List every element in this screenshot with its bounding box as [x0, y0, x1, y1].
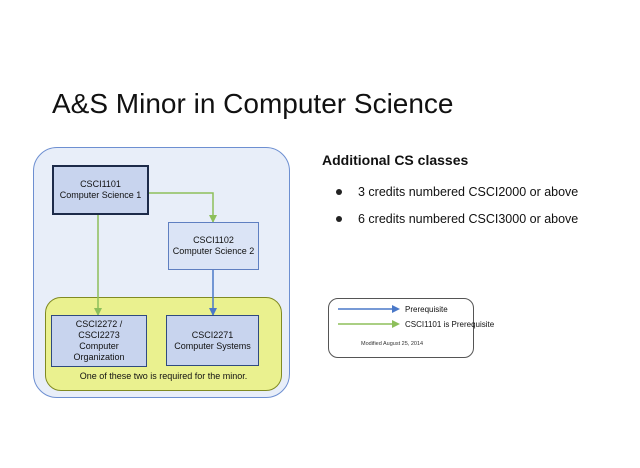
legend-label-prerequisite: Prerequisite [405, 304, 448, 314]
modified-date: Modified August 25, 2014 [361, 341, 424, 347]
additional-classes-list: 3 credits numbered CSCI2000 or above 6 c… [322, 184, 578, 238]
node-csci2273-code: CSCI2273 [78, 330, 120, 340]
node-csci2272-name-1: Computer [79, 341, 119, 351]
node-csci2272: CSCI2272 / CSCI2273 Computer Organizatio… [51, 315, 147, 367]
bullet-icon [336, 189, 342, 195]
edge-csci1101-to-csci1102 [149, 192, 217, 223]
node-csci2272-name-2: Organization [73, 352, 125, 362]
list-item-text: 6 credits numbered CSCI3000 or above [358, 212, 579, 226]
node-csci2272-code: CSCI2272 / [75, 319, 123, 329]
choice-note: One of these two is required for the min… [79, 371, 248, 381]
slide-title: A&S Minor in Computer Science [52, 88, 454, 119]
node-csci1101: CSCI1101 Computer Science 1 [52, 165, 149, 215]
additional-classes-title: Additional CS classes [322, 152, 469, 168]
node-csci2271-code: CSCI2271 [191, 329, 234, 340]
blue-arrow-icon [338, 305, 400, 313]
legend-row-csci1101: CSCI1101 is Prerequisite [329, 319, 494, 329]
bullet-icon [336, 216, 342, 222]
node-csci1101-code: CSCI1101 [80, 179, 121, 189]
node-csci1102: CSCI1102 Computer Science 2 [168, 222, 259, 270]
legend-label-csci1101: CSCI1101 is Prerequisite [405, 319, 495, 329]
node-csci2271: CSCI2271 Computer Systems [166, 315, 259, 366]
node-csci1102-name: Computer Science 2 [172, 246, 255, 256]
list-item-text: 3 credits numbered CSCI2000 or above [358, 185, 579, 199]
green-arrow-icon [338, 320, 400, 328]
node-csci1101-name: Computer Science 1 [59, 190, 142, 200]
list-item: 3 credits numbered CSCI2000 or above [322, 184, 578, 211]
legend: Prerequisite CSCI1101 is Prerequisite Mo… [328, 298, 494, 358]
node-csci2271-name: Computer Systems [174, 340, 251, 351]
node-csci1102-code: CSCI1102 [193, 235, 234, 245]
legend-row-prerequisite: Prerequisite [329, 304, 448, 314]
list-item: 6 credits numbered CSCI3000 or above [322, 211, 578, 238]
